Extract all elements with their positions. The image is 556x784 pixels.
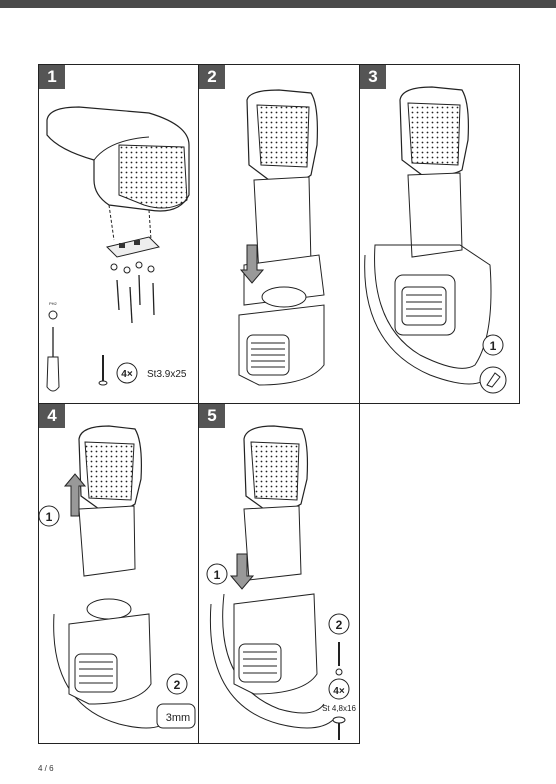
- step-panel-3: 3 1: [359, 64, 520, 404]
- screw-count: 4×: [121, 369, 133, 380]
- pencil-icon: [486, 372, 501, 388]
- armrest-illustration: PH2 4× St3.9x25: [46, 106, 190, 392]
- callout-number: 1: [490, 339, 497, 353]
- step-number: 3: [360, 65, 386, 89]
- step-number: 2: [199, 65, 225, 89]
- callout-number: 2: [174, 678, 181, 692]
- armrest-illustration: 1 2 3mm: [39, 425, 196, 729]
- callout-number: 1: [214, 568, 221, 582]
- armrest-illustration: 1: [364, 86, 507, 394]
- step-panel-4: 4 1 2 3mm: [38, 403, 199, 744]
- armrest-illustration: 1 2 4× St 4,8x16: [206, 425, 356, 740]
- page-number: 4 / 6: [38, 764, 54, 773]
- armrest-illustration: [238, 89, 325, 386]
- step-panel-2: 2: [198, 64, 360, 404]
- step-panel-1: 1: [38, 64, 199, 404]
- step-number: 5: [199, 404, 225, 428]
- step-number: 4: [39, 404, 65, 428]
- screw-spec: St 4,8x16: [322, 704, 356, 713]
- tool-label: PH2: [49, 301, 58, 306]
- drill-size: 3mm: [166, 712, 190, 724]
- callout-number: 2: [336, 618, 343, 632]
- header-bar: [0, 0, 556, 8]
- screw-count: 4×: [333, 686, 345, 697]
- step-number: 1: [39, 65, 65, 89]
- screw-spec: St3.9x25: [147, 369, 187, 380]
- instruction-grid: 1: [38, 64, 520, 744]
- callout-number: 1: [46, 510, 53, 524]
- step-panel-5: 5 1 2 4× St 4,8x16: [198, 403, 360, 744]
